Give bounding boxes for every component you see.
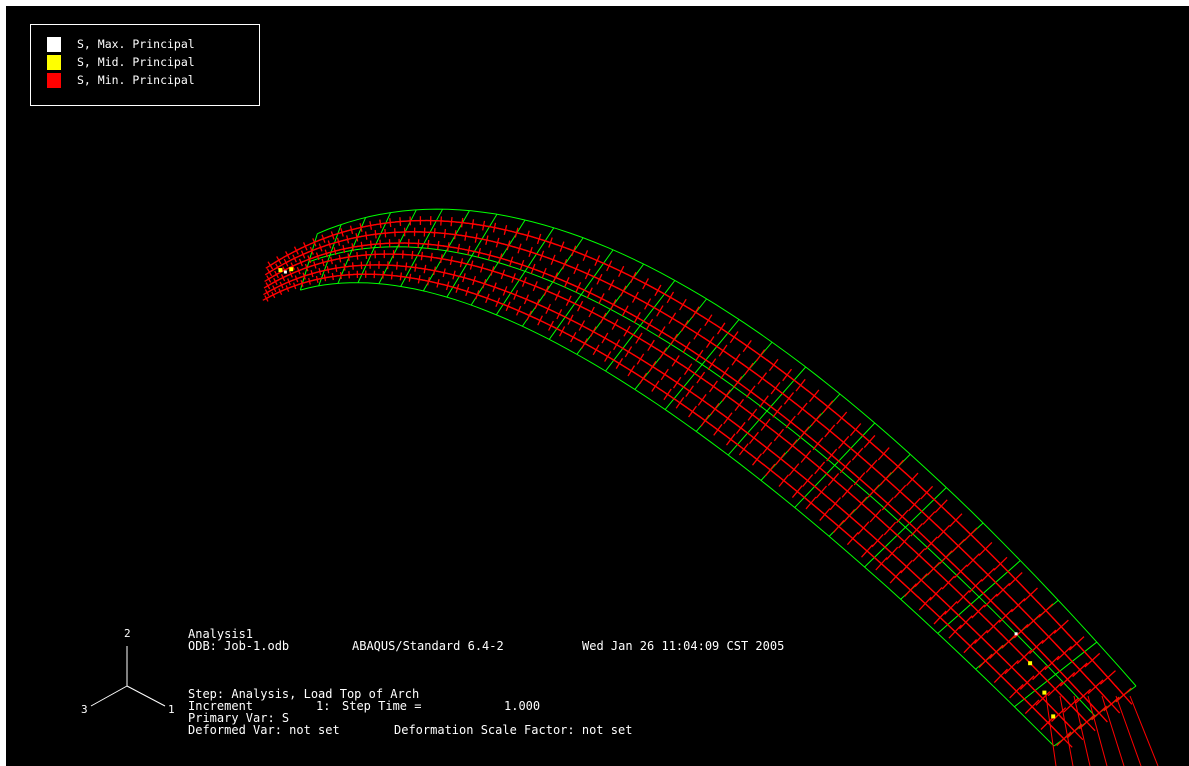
base-stress-vector <box>1087 695 1108 766</box>
arch-plot <box>262 208 1159 766</box>
legend-swatch-max <box>47 37 61 52</box>
legend-swatch-mid <box>47 55 61 70</box>
odb-name: ODB: Job-1.odb <box>188 639 290 653</box>
triad-icon <box>90 646 166 707</box>
base-stress-vector <box>1073 695 1091 766</box>
base-stress-vector <box>1115 695 1142 766</box>
mid-principal-marker <box>289 267 294 272</box>
mid-principal-marker <box>278 268 283 273</box>
analysis-title: Analysis1 <box>188 627 254 641</box>
view-triad: 2 3 1 <box>76 626 186 726</box>
increment-value: 1: <box>316 699 331 713</box>
step-line: Step: Analysis, Load Top of Arch <box>188 687 420 701</box>
legend-box: S, Max. Principal S, Mid. Principal S, M… <box>30 24 260 106</box>
mesh-element-edge <box>318 224 342 287</box>
mid-principal-marker <box>1042 690 1047 695</box>
step-time-label: Step Time = <box>342 699 422 713</box>
mesh-element-edge <box>794 422 876 508</box>
odb-info-line: ODB: Job-1.odb ABAQUS/Standard 6.4-2 Wed… <box>188 640 784 700</box>
deformed-var: Deformed Var: not set <box>188 723 340 737</box>
max-principal-markers <box>283 270 1018 636</box>
increment-label: Increment <box>188 699 254 713</box>
step-time-value: 1.000 <box>504 699 541 713</box>
stress-vector-tick <box>1115 687 1132 703</box>
mid-principal-marker <box>1028 661 1033 666</box>
primary-var-line: Primary Var: S <box>188 711 290 725</box>
triad-axis-1-label: 1 <box>168 703 175 716</box>
mesh-element-edge <box>400 208 444 287</box>
triad-axis-3-label: 3 <box>81 703 88 716</box>
stress-vector-tick <box>1078 714 1095 730</box>
legend-label-mid: S, Mid. Principal <box>77 55 195 69</box>
base-stress-vector <box>1059 695 1074 766</box>
mesh-element-edge <box>1014 641 1098 708</box>
viewport[interactable]: S, Max. Principal S, Mid. Principal S, M… <box>6 6 1189 766</box>
legend-swatch-min <box>47 73 61 88</box>
mid-principal-marker <box>1051 714 1056 719</box>
mesh-edge-2 <box>300 282 1055 747</box>
mesh-element-edge <box>495 227 555 316</box>
mesh-element-edge <box>605 280 676 372</box>
mesh-element-edge <box>446 213 498 298</box>
legend-label-min: S, Min. Principal <box>77 73 195 87</box>
legend-label-max: S, Max. Principal <box>77 37 195 51</box>
mesh-edge-0 <box>317 208 1137 687</box>
triad-axis-2-label: 2 <box>124 627 131 640</box>
base-stress-vector <box>1101 695 1125 766</box>
base-stress-vector <box>1045 695 1057 766</box>
mesh-element-edge <box>864 487 947 568</box>
mesh-element-edge <box>937 560 1021 634</box>
mesh-element-edge <box>357 212 392 283</box>
deformation-line: Deformed Var: not set Deformation Scale … <box>188 724 632 766</box>
stress-vector-tick <box>1056 731 1072 747</box>
timestamp: Wed Jan 26 11:04:09 CST 2005 <box>582 639 785 653</box>
stress-vector-tick <box>1066 723 1083 739</box>
base-stress-vector <box>1129 695 1159 766</box>
max-principal-marker <box>283 270 287 274</box>
mid-principal-markers <box>278 267 1056 719</box>
scale-factor: Deformation Scale Factor: not set <box>394 723 633 737</box>
mesh-element-edge <box>664 319 740 410</box>
max-principal-marker <box>1014 632 1018 636</box>
solver-version: ABAQUS/Standard 6.4-2 <box>352 639 504 653</box>
mesh-element-edge <box>548 249 614 340</box>
min-principal-vectors <box>262 216 1133 748</box>
increment-line: Increment 1: Step Time = 1.000 <box>188 700 540 766</box>
mesh-element-edge <box>727 366 807 456</box>
